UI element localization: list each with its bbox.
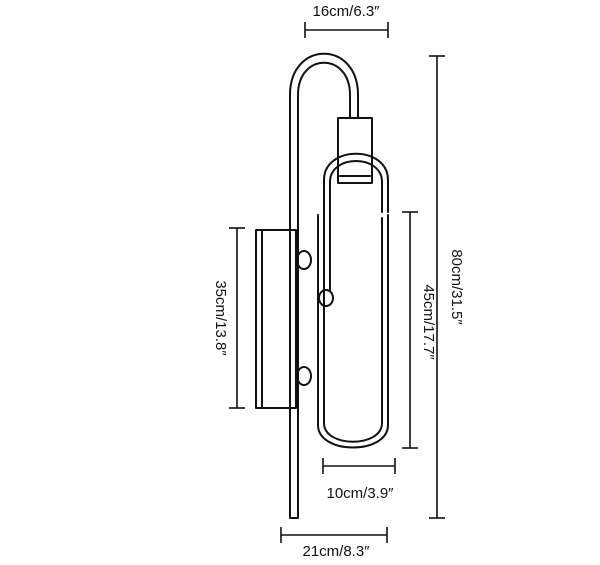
dim-backplate-height-label: 35cm/13.8″ <box>212 280 229 356</box>
dim-shade-height-line <box>402 211 418 449</box>
dim-shade-width-line <box>322 458 396 474</box>
dim-backplate-height-line <box>229 227 245 409</box>
bulb-socket <box>337 117 373 184</box>
dim-bottom-width-line <box>280 527 388 543</box>
dim-top-width-label: 16cm/6.3″ <box>312 3 380 20</box>
wall-backplate <box>255 229 297 409</box>
dim-total-height-line <box>429 55 445 519</box>
clip-knob <box>318 289 334 307</box>
glass-shade <box>317 214 389 449</box>
glass-shade-inner <box>323 217 383 443</box>
dim-total-height-label: 80cm/31.5″ <box>448 249 465 325</box>
shade-holder-loop <box>323 152 389 291</box>
dim-shade-width-label: 10cm/3.9″ <box>326 485 394 502</box>
arched-rod <box>289 52 359 519</box>
mount-knob-upper <box>296 250 312 270</box>
dim-shade-height-label: 45cm/17.7″ <box>420 284 437 360</box>
mount-knob-lower <box>296 366 312 386</box>
dim-bottom-width-label: 21cm/8.3″ <box>302 543 370 560</box>
dim-top-width-line <box>304 22 389 38</box>
